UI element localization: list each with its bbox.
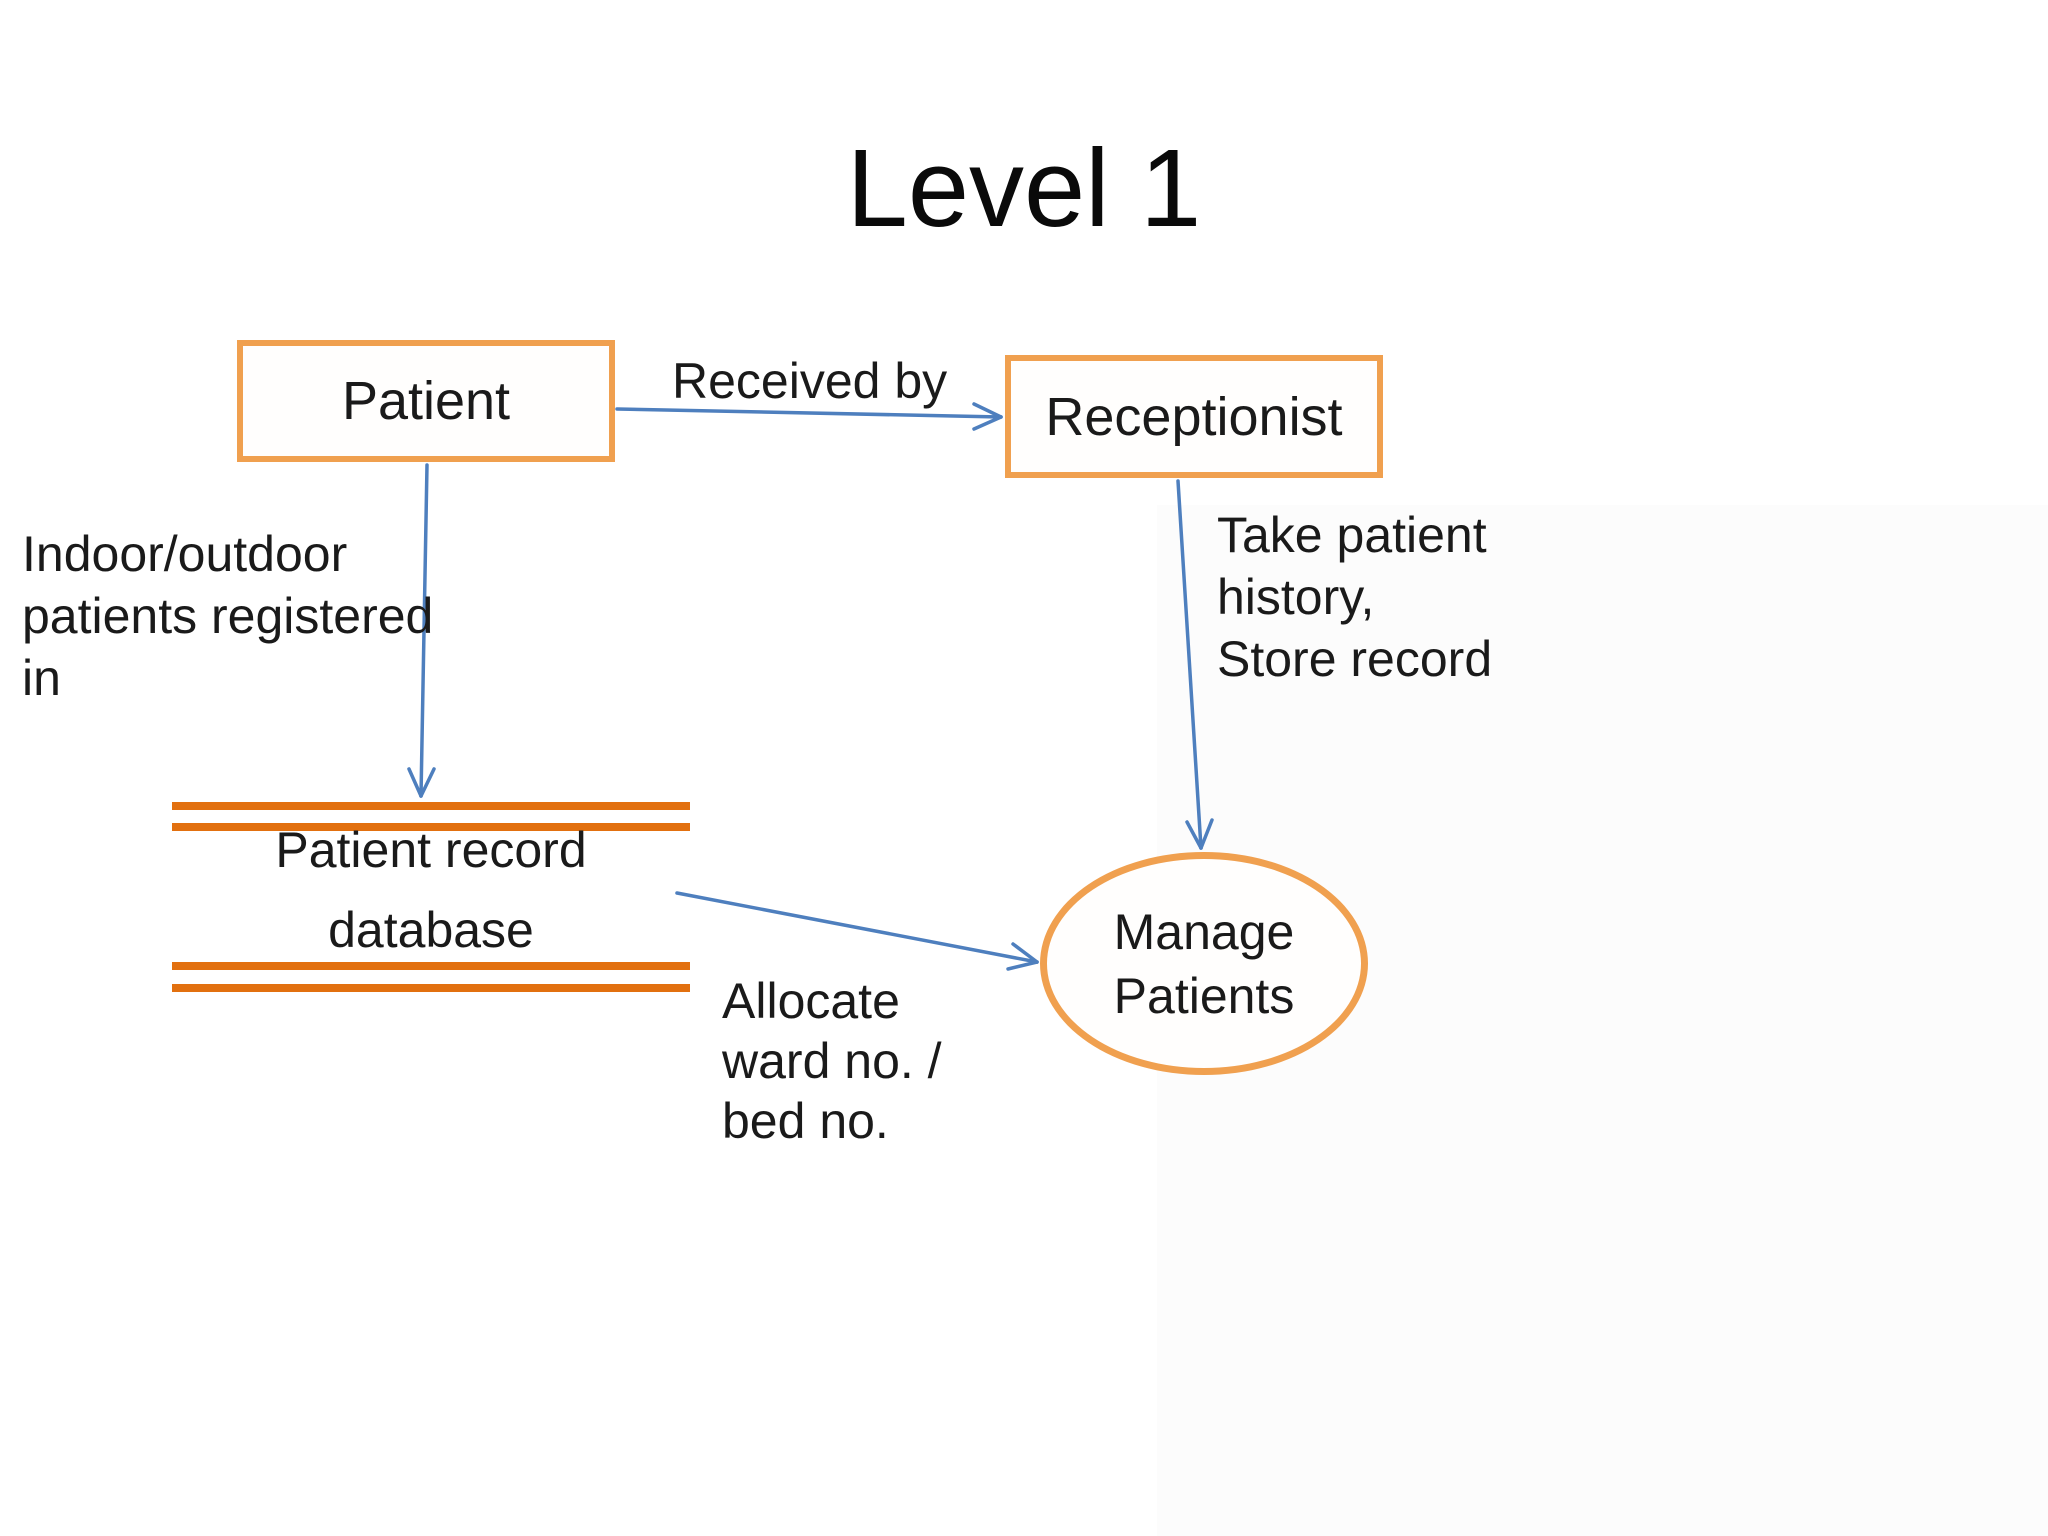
flow-label-received-by: Received by — [672, 353, 948, 409]
entity-patient-label: Patient — [341, 371, 511, 431]
arrow-shaft — [675, 891, 1039, 964]
datastore-lines — [172, 802, 690, 992]
flow-arrow-received-by — [615, 402, 1003, 431]
arrow-head — [407, 767, 423, 798]
entity-patient: Patient — [237, 340, 615, 462]
entity-receptionist-label: Receptionist — [1045, 386, 1343, 447]
flow-label-take-history: Take patient history, Store record — [1217, 507, 1493, 687]
page-title: Level 1 — [846, 127, 1202, 250]
flow-label-registered-in: Indoor/outdoor patients registered in — [22, 526, 434, 706]
arrow-head — [1006, 960, 1039, 971]
process-manage-patients: Manage Patients — [1040, 852, 1368, 1075]
process-manage-patients-label: Manage Patients — [1113, 903, 1295, 1024]
flow-label-allocate-ward: Allocate ward no. / bed no. — [722, 973, 942, 1149]
arrow-head — [1199, 818, 1214, 850]
arrow-shaft — [615, 407, 1003, 419]
arrow-head — [1185, 820, 1203, 850]
arrow-head — [972, 402, 1003, 419]
flow-arrow-registered-in — [407, 463, 436, 798]
entity-receptionist: Receptionist — [1005, 355, 1383, 478]
arrow-head — [972, 415, 1003, 431]
arrow-shaft — [1176, 479, 1203, 850]
arrow-head — [1011, 942, 1039, 964]
arrow-shaft — [419, 463, 429, 798]
datastore-patient-record-db-label: Patient record database — [275, 822, 587, 958]
flow-arrow-take-history — [1176, 479, 1214, 850]
flow-arrow-allocate — [675, 891, 1039, 971]
arrow-head — [419, 767, 436, 798]
